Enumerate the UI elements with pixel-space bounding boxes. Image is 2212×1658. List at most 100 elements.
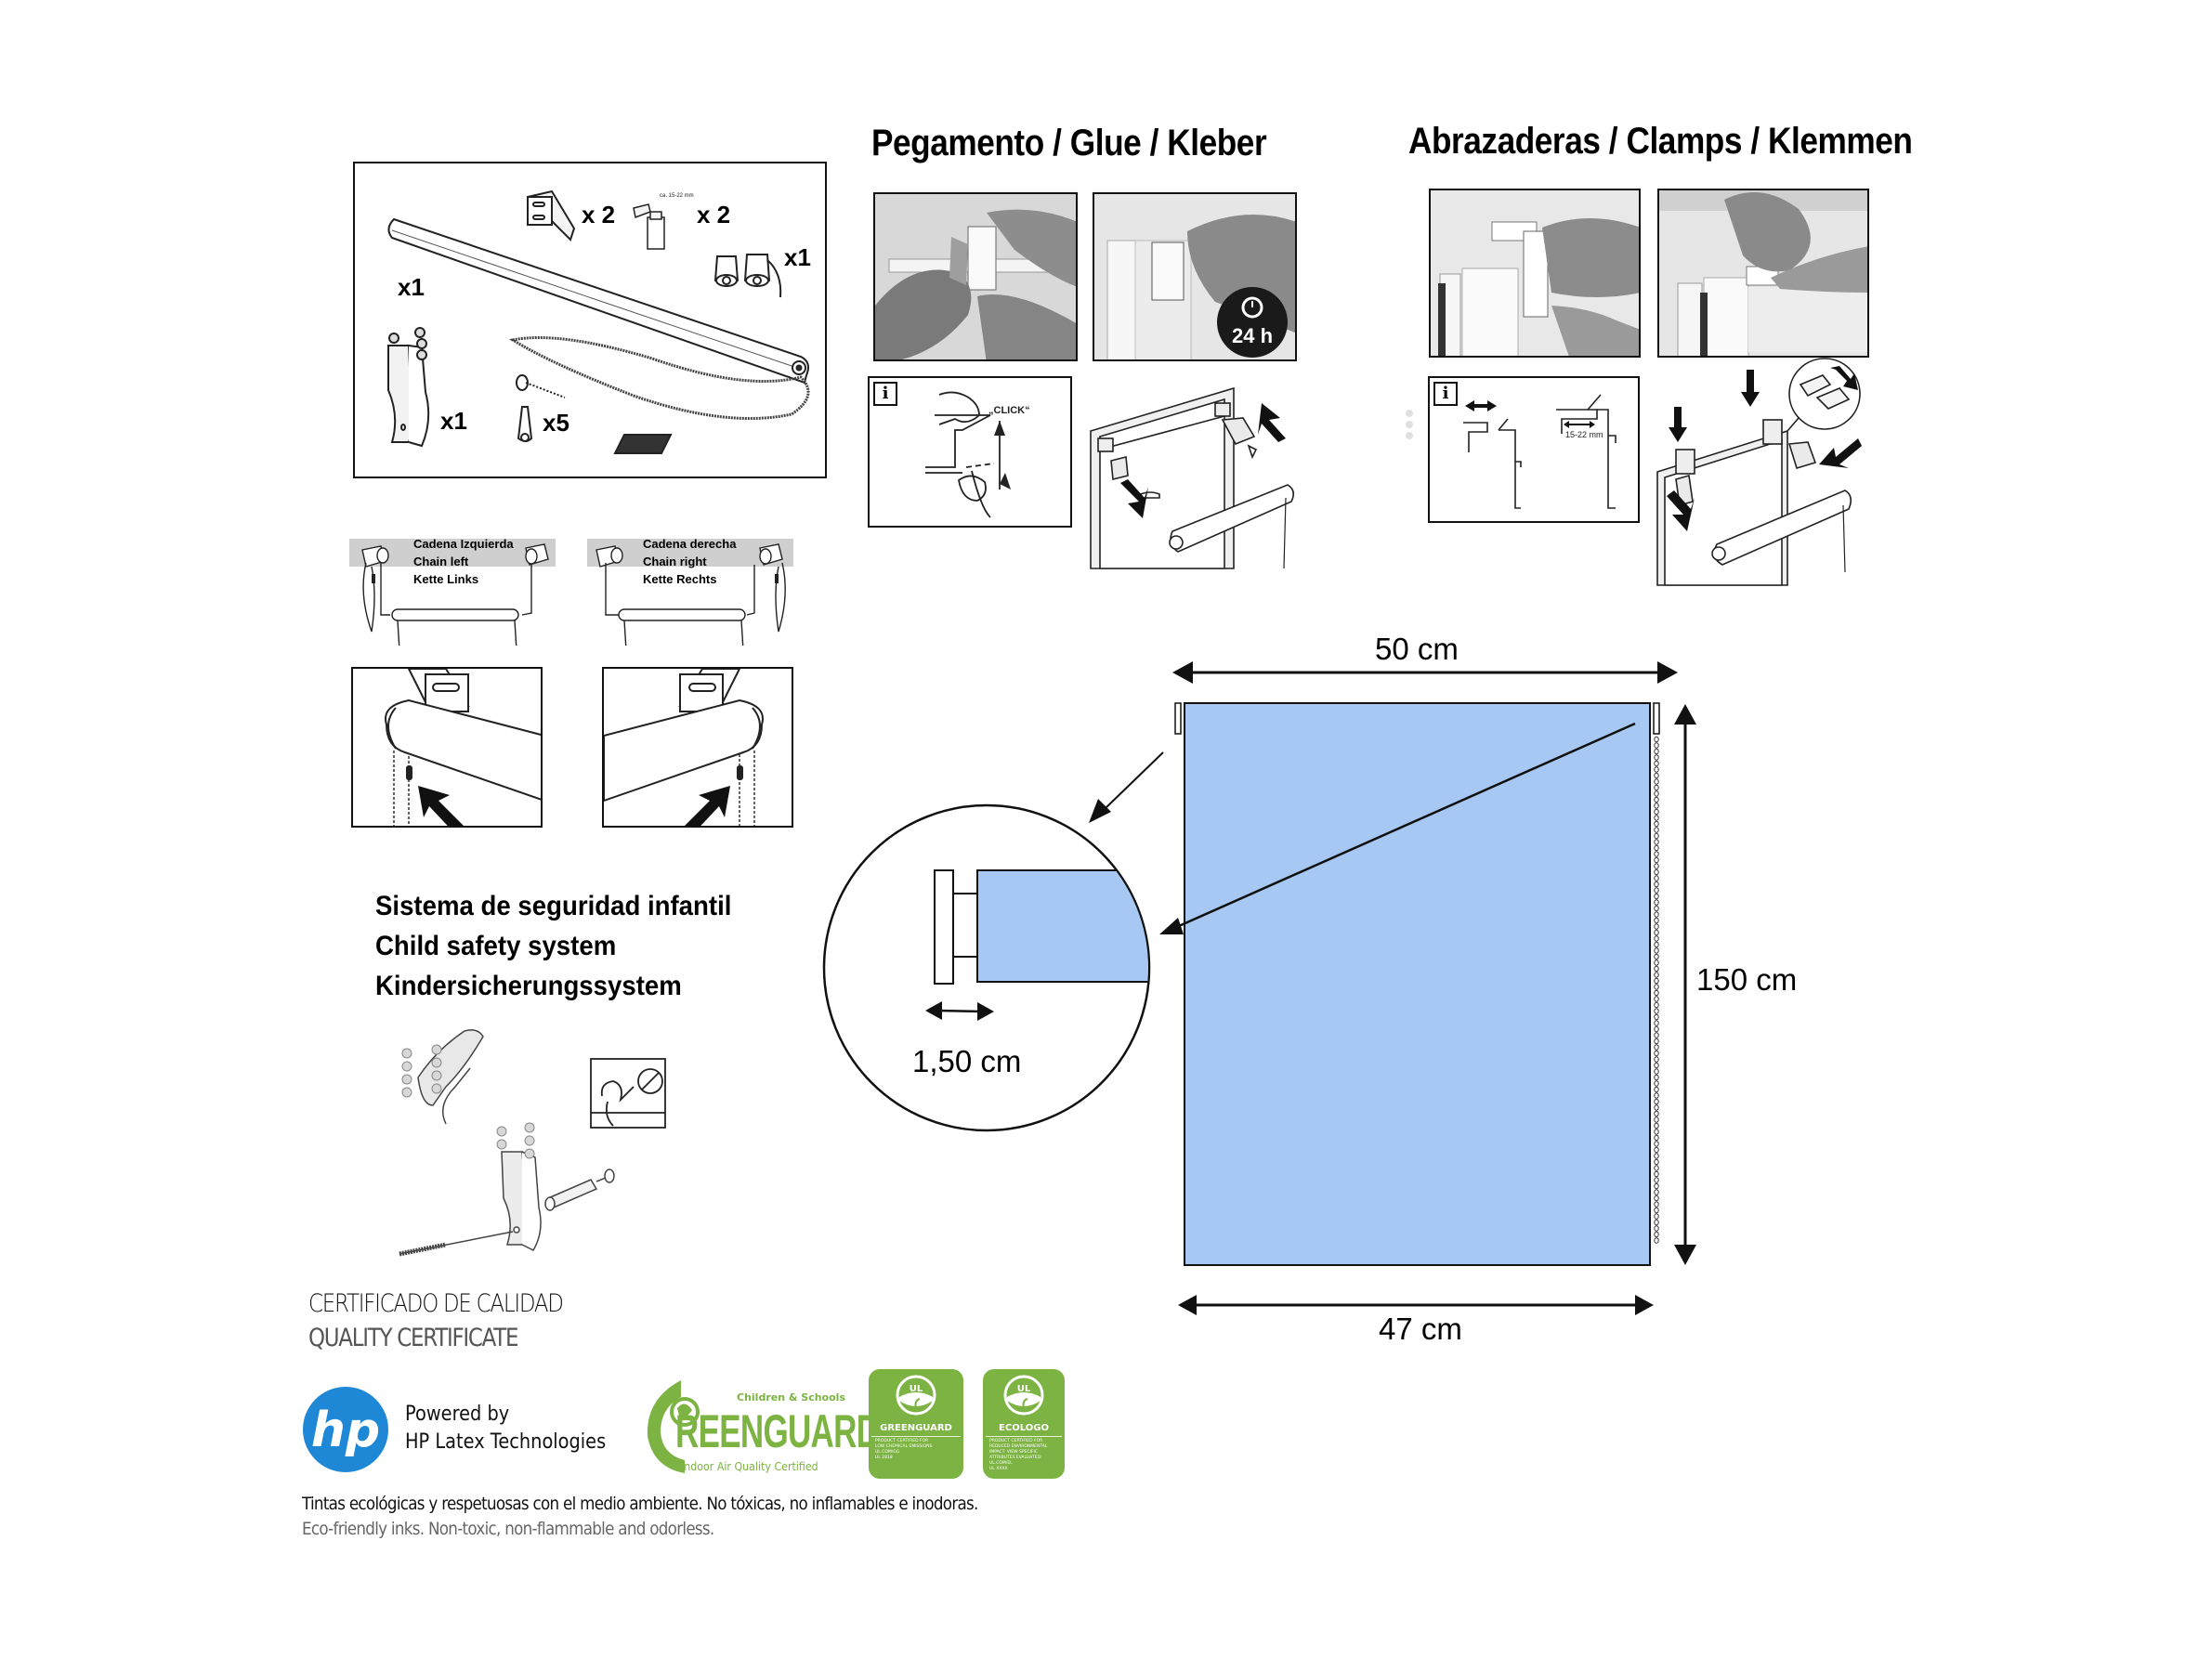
chain-left-closeup: [351, 667, 543, 828]
chain-bead: [1654, 1080, 1659, 1087]
chain-bead: [1654, 899, 1659, 906]
chain-bead: [1654, 742, 1659, 749]
greenguard-subtext: Indoor Air Quality Certified: [681, 1460, 818, 1473]
chain-bead: [1654, 808, 1659, 816]
svg-text:hp: hp: [311, 1403, 380, 1458]
chain-bead: [1654, 1195, 1659, 1202]
arrow-icon: [1120, 403, 1286, 518]
detail-wall-plate: [934, 869, 954, 985]
top-width-label: 50 cm: [1375, 632, 1459, 666]
certificate-heading-es: CERTIFICADO DE CALIDAD: [308, 1289, 564, 1318]
info-icon: i: [873, 382, 897, 406]
chain-bead: [1654, 1116, 1659, 1123]
chain-bead: [1654, 784, 1659, 791]
chain-left-label-es: Cadena Izquierda: [413, 537, 514, 551]
safety-clip-installation: [399, 1029, 666, 1257]
chain-bead: [1654, 827, 1659, 833]
chain-bead: [1654, 1165, 1659, 1171]
parts-box: ca. 15-22 mm: [353, 162, 827, 478]
chain-bead: [1654, 996, 1659, 1002]
chain-bead: [1654, 1068, 1659, 1075]
bottom-width-arrow: [1178, 1295, 1654, 1315]
chain-bead: [1654, 1013, 1659, 1021]
end-caps-icon: [713, 254, 782, 298]
child-safety-es: Sistema de seguridad infantil: [375, 891, 732, 921]
ul-greenguard-text: PRODUCT CERTIFIED FOR LOW CHEMICAL EMISS…: [871, 1436, 961, 1463]
chain-left-label-en: Chain left: [413, 555, 469, 568]
greenguard-name: REENGUARD: [675, 1405, 880, 1457]
stopwatch-icon: [1241, 296, 1263, 319]
chain-bead: [1654, 736, 1659, 743]
pointer-left-bracket: [1089, 751, 1164, 823]
chain-bead: [1654, 1074, 1659, 1081]
faint-chain-mark: [1406, 410, 1413, 439]
chain-bead: [1654, 1170, 1659, 1178]
qty-screws: x5: [543, 409, 569, 437]
chain-bead: [1654, 844, 1659, 852]
chain-bead: [1654, 1158, 1659, 1166]
chain-bead: [1654, 815, 1659, 821]
chain-bead: [1654, 941, 1659, 948]
ul-greenguard-name: GREENGUARD: [880, 1423, 952, 1433]
ul-mark-icon: UL: [1003, 1375, 1044, 1416]
chain-bead: [1654, 1146, 1659, 1154]
chain-bead: [1654, 856, 1659, 864]
child-safety-heading: Sistema de seguridad infantil Child safe…: [375, 886, 763, 1006]
chain-bead: [1654, 748, 1659, 755]
chain-bead: [1654, 772, 1659, 779]
safety-clip-icon: [387, 327, 430, 448]
chain-bead: [1654, 929, 1659, 936]
chain-bead: [1654, 977, 1659, 985]
ul-text-line: IMPACT. VIEW SPECIFIC: [989, 1450, 1038, 1455]
screw-plug-icon: [516, 374, 566, 442]
chain-bead: [1654, 832, 1659, 840]
chain-bead: [1654, 887, 1659, 894]
chain-bead: [1654, 935, 1659, 942]
parts-illustration: ca. 15-22 mm: [387, 189, 810, 454]
info-icon: i: [1433, 382, 1458, 406]
left-bracket: [1174, 702, 1182, 735]
chain-bead: [1654, 820, 1659, 828]
chain-bead: [1654, 881, 1659, 888]
chain-bead: [1654, 1207, 1659, 1214]
chain-bead: [1654, 1104, 1659, 1111]
ul-text-line: LOW CHEMICAL EMISSIONS: [875, 1444, 933, 1449]
hand-pressing-bracket-icon: 24 h: [1094, 194, 1295, 359]
chain-bead: [1654, 1110, 1659, 1117]
top-width-arrow: [1172, 661, 1678, 684]
click-label: „CLICK“: [988, 405, 1030, 416]
pull-chain: [1654, 736, 1659, 1244]
chain-right-label-de: Kette Rechts: [643, 572, 717, 586]
hp-logo: hp: [303, 1387, 388, 1472]
chain-bead: [1654, 766, 1659, 773]
chain-bead: [1654, 1038, 1659, 1045]
chain-bead: [1654, 1044, 1659, 1051]
hp-line-1: Powered by: [405, 1403, 510, 1426]
chain-bead: [1654, 1092, 1659, 1099]
ul-text-line: PRODUCT CERTIFIED FOR: [989, 1439, 1043, 1443]
eco-statement-en: Eco-friendly inks. Non-toxic, non-flamma…: [302, 1519, 714, 1539]
chain-bead: [1654, 790, 1659, 797]
chain-bead: [1654, 803, 1659, 809]
chain-bead: [1654, 1182, 1659, 1190]
chain-bead: [1654, 953, 1659, 960]
chain-bead: [1654, 947, 1659, 954]
ul-ecologo-name: ECOLOGO: [999, 1423, 1049, 1433]
arrow-icon: [1667, 366, 1862, 531]
ul-greenguard-badge: UL GREENGUARD PRODUCT CERTIFIED FOR LOW …: [869, 1369, 963, 1479]
chain-bead: [1654, 1177, 1659, 1183]
chain-right-diagram: Cadena derecha Chain right Kette Rechts: [587, 537, 796, 646]
chain-bead: [1654, 1001, 1659, 1009]
chain-bead: [1654, 923, 1659, 930]
chain-bead: [1654, 1098, 1659, 1105]
bottom-width-label: 47 cm: [1379, 1312, 1462, 1346]
chain-left-diagram: Cadena Izquierda Chain left Kette Links: [349, 537, 558, 646]
chain-bead: [1654, 1237, 1659, 1244]
chain-bead: [1654, 905, 1659, 912]
chain-bead: [1654, 839, 1659, 845]
clamp-step-2-photo: [1657, 189, 1869, 358]
clamp-icon: [633, 203, 665, 250]
greenguard-logo: Children & Schools REENGUARD Indoor Air …: [644, 1371, 880, 1478]
timer-label: 24 h: [1232, 324, 1273, 347]
